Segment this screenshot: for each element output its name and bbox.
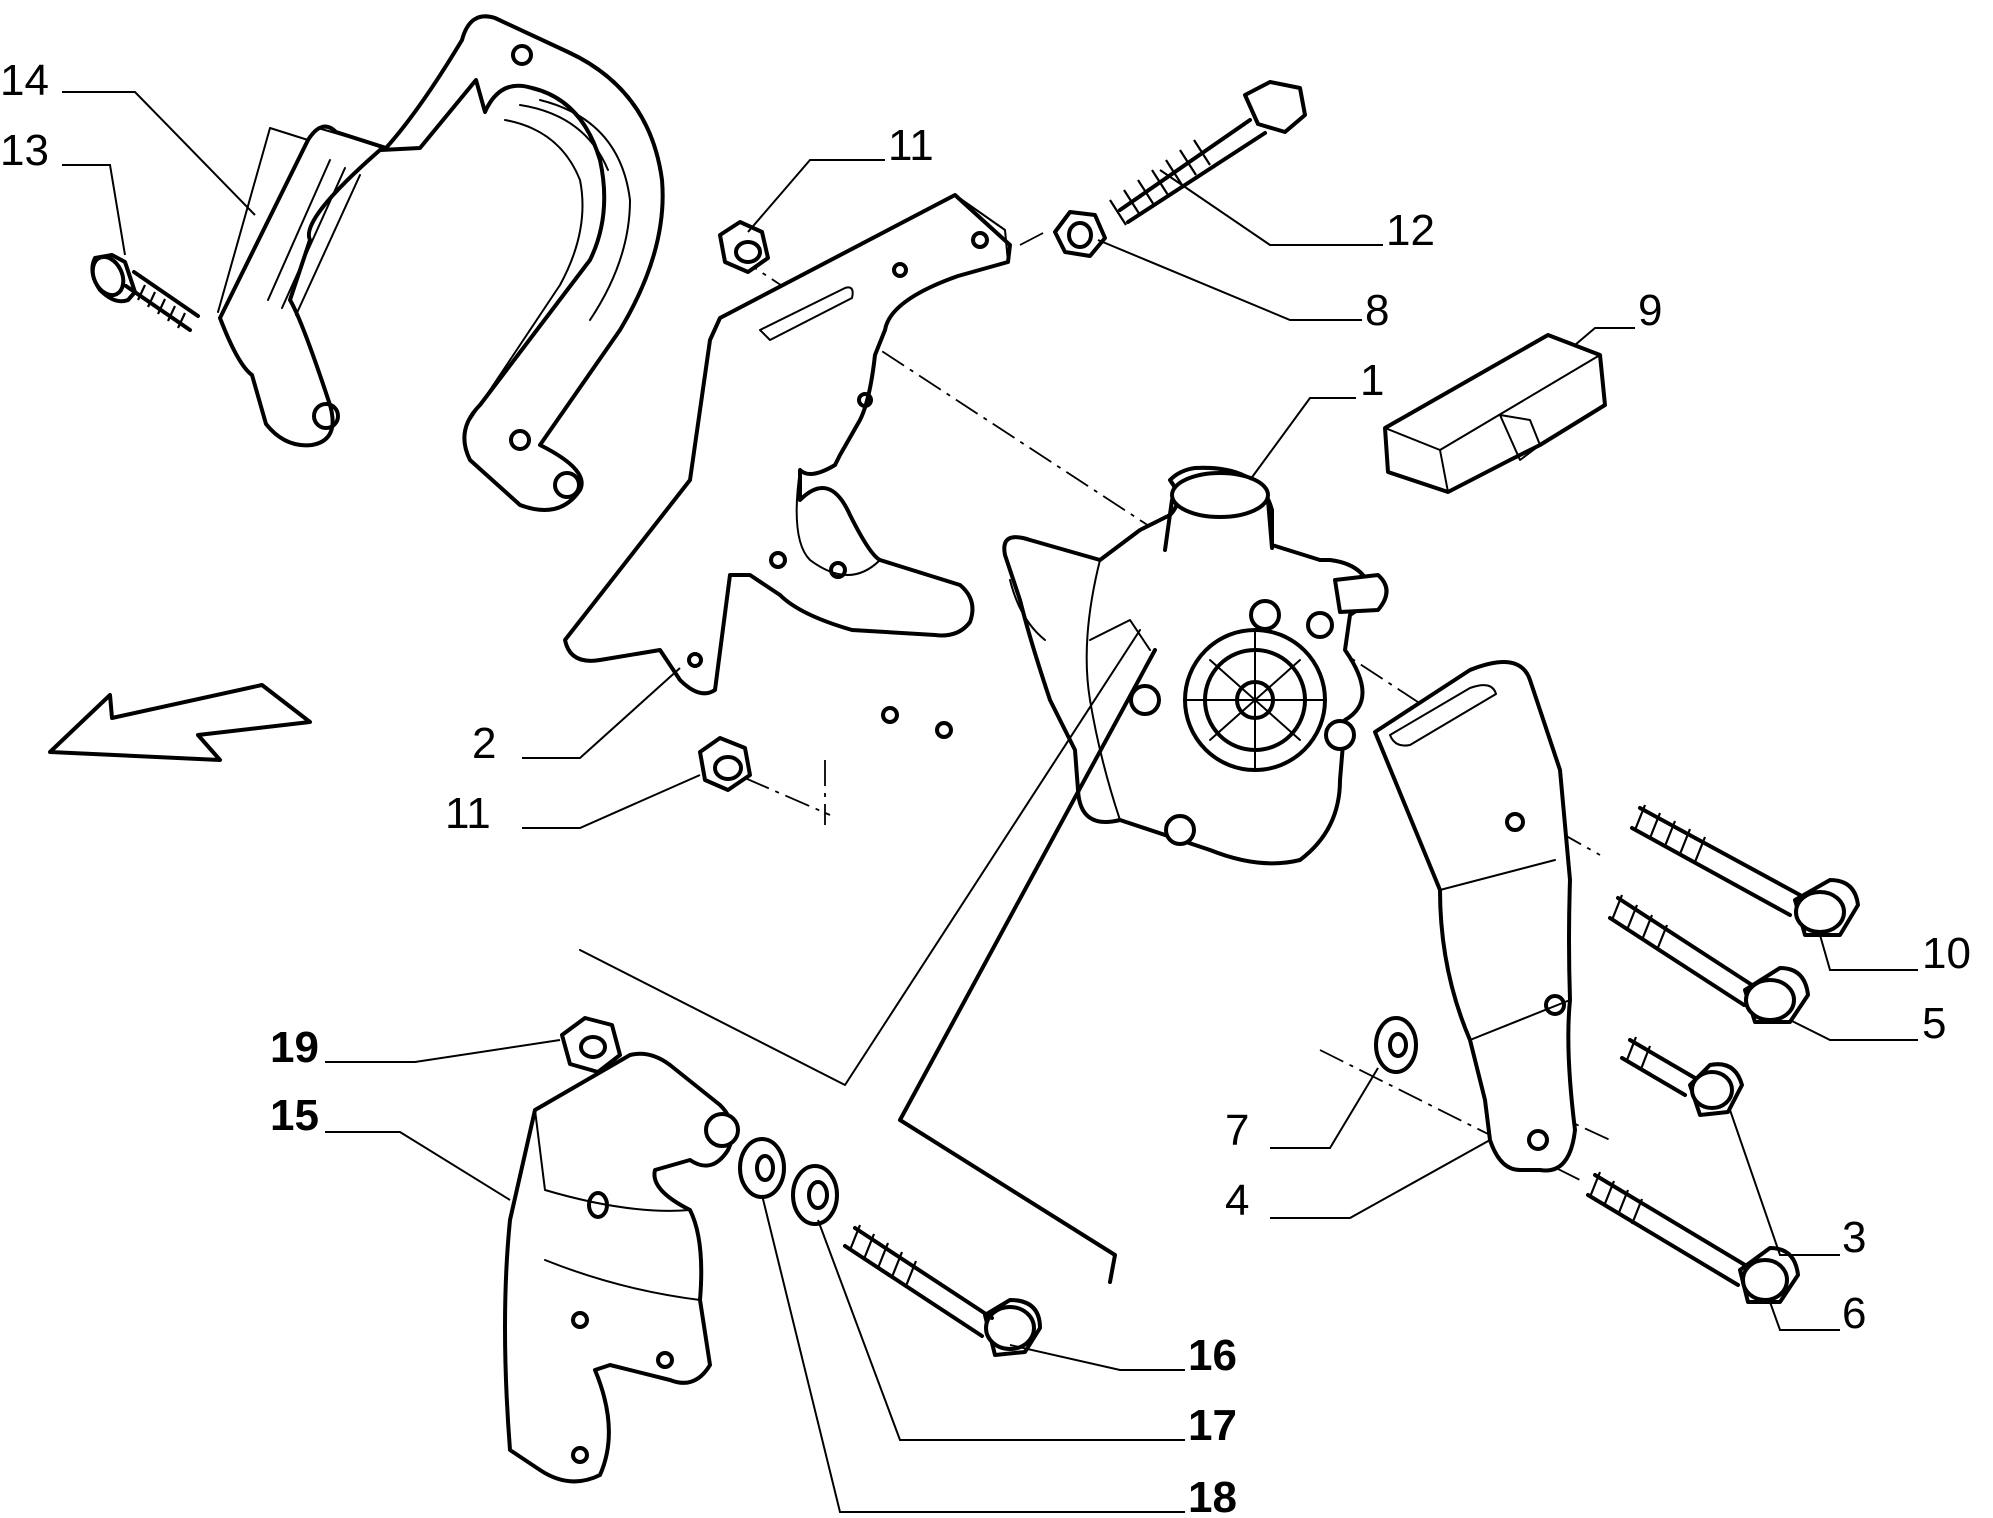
nut-part-11-lower	[698, 736, 752, 792]
bolt-12-threads	[1109, 139, 1211, 226]
callout-13: 13	[0, 126, 49, 175]
callout-19: 19	[270, 1023, 319, 1072]
bolt-part-6	[1586, 1171, 1800, 1304]
callout-2: 2	[472, 719, 496, 768]
callout-14: 14	[0, 56, 49, 105]
bolt-5-threads	[1610, 894, 1669, 951]
callout-7: 7	[1225, 1106, 1249, 1155]
bolt-part-13	[90, 253, 200, 332]
callout-4: 4	[1225, 1176, 1249, 1225]
callout-3: 3	[1842, 1213, 1866, 1262]
callout-1: 1	[1360, 356, 1384, 405]
reference-lines	[579, 629, 1157, 1284]
callout-5: 5	[1922, 999, 1946, 1048]
cover-part-9	[1383, 333, 1607, 494]
bracket-part-4	[1373, 660, 1577, 1173]
callout-18: 18	[1188, 1473, 1237, 1518]
callout-8: 8	[1365, 286, 1389, 335]
callout-6: 6	[1842, 1289, 1866, 1338]
washer-part-17	[791, 1164, 839, 1226]
bolt-part-16	[843, 1224, 1042, 1357]
bolt-6-threads	[1588, 1171, 1644, 1225]
bracket-part-15	[503, 1051, 740, 1484]
callout-15: 15	[270, 1091, 319, 1140]
bolt-part-5	[1608, 894, 1810, 1024]
bolt-part-10	[1630, 804, 1860, 937]
bolt-10-threads	[1633, 804, 1707, 863]
leader-lines	[62, 91, 1918, 1513]
bolt-13-threads	[137, 284, 186, 329]
callout-12: 12	[1386, 206, 1435, 255]
callout-16: 16	[1188, 1331, 1237, 1380]
callout-labels: 1 2 3 4 5 6 7 8 9 10 11 11 12 13 14 15 1…	[0, 56, 1971, 1518]
nut-part-8	[1053, 210, 1107, 258]
bolt-part-12	[1109, 80, 1307, 226]
bolt-3-threads	[1625, 1036, 1652, 1070]
callout-10: 10	[1922, 929, 1971, 978]
nut-part-11-upper	[718, 220, 770, 274]
washer-part-7	[1374, 1016, 1418, 1074]
bolt-16-threads	[848, 1224, 918, 1287]
callout-11-lower: 11	[445, 789, 491, 838]
nut-part-19	[560, 1016, 622, 1074]
callout-9: 9	[1638, 286, 1662, 335]
bolt-part-3	[1620, 1036, 1744, 1117]
pump-body-part-1	[1002, 465, 1389, 866]
callout-17: 17	[1188, 1401, 1237, 1450]
callout-11-upper: 11	[888, 121, 934, 170]
bracket-part-14	[217, 14, 665, 512]
washer-part-18	[738, 1137, 786, 1199]
direction-arrow	[48, 683, 312, 762]
bracket-plate-part-2	[563, 193, 1012, 739]
